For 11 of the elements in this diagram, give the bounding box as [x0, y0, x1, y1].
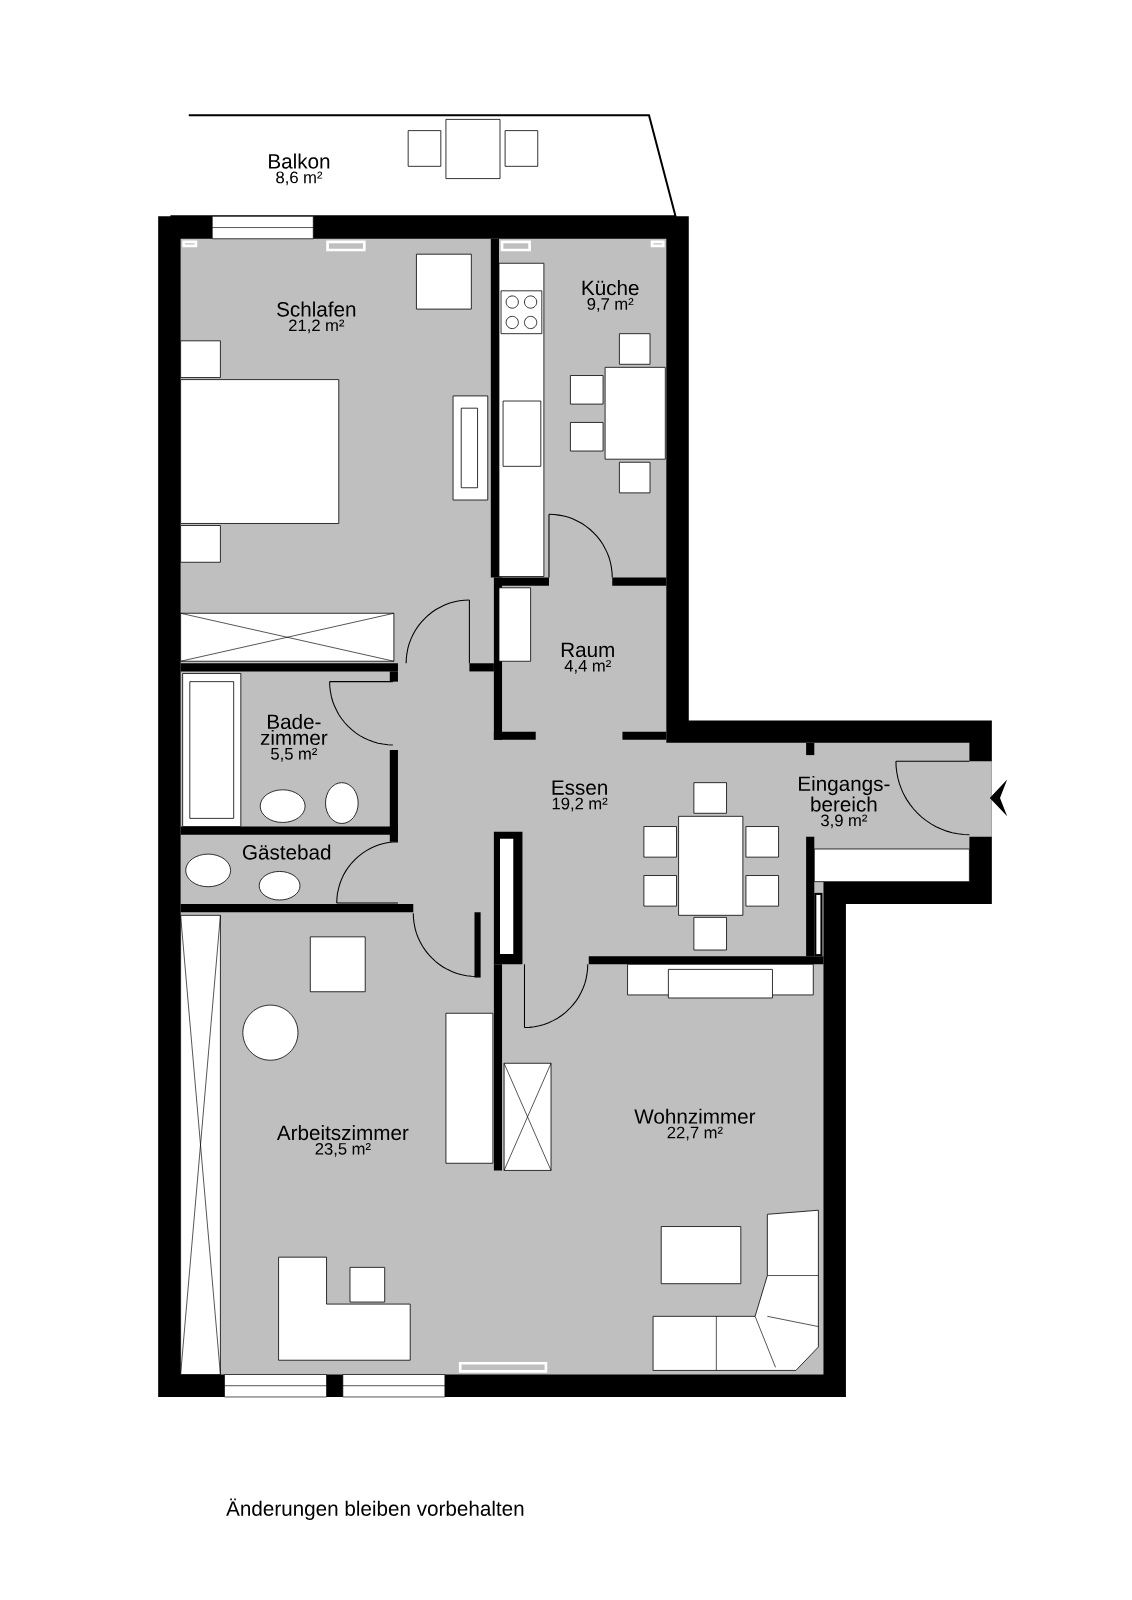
- room-label: Arbeitszimmer 23,5 m²: [277, 1124, 409, 1157]
- room-label: Küche 9,7 m²: [582, 280, 639, 312]
- room-label: Gästebad: [243, 844, 331, 860]
- room-label: Wohnzimmer 22,7 m²: [634, 1108, 756, 1141]
- room-label: Eingangs- bereich 3,9 m²: [799, 775, 890, 829]
- room-label: Bade- zimmer 5,5 m²: [261, 713, 328, 762]
- room-label: Essen 19,2 m²: [552, 780, 608, 812]
- room-label: Raum 4,4 m²: [562, 642, 615, 674]
- note: Änderungen bleiben vorbehalten: [226, 1498, 524, 1520]
- room-label: Balkon 8,6 m²: [269, 153, 330, 186]
- room-label: Schlafen 21,2 m²: [277, 301, 356, 334]
